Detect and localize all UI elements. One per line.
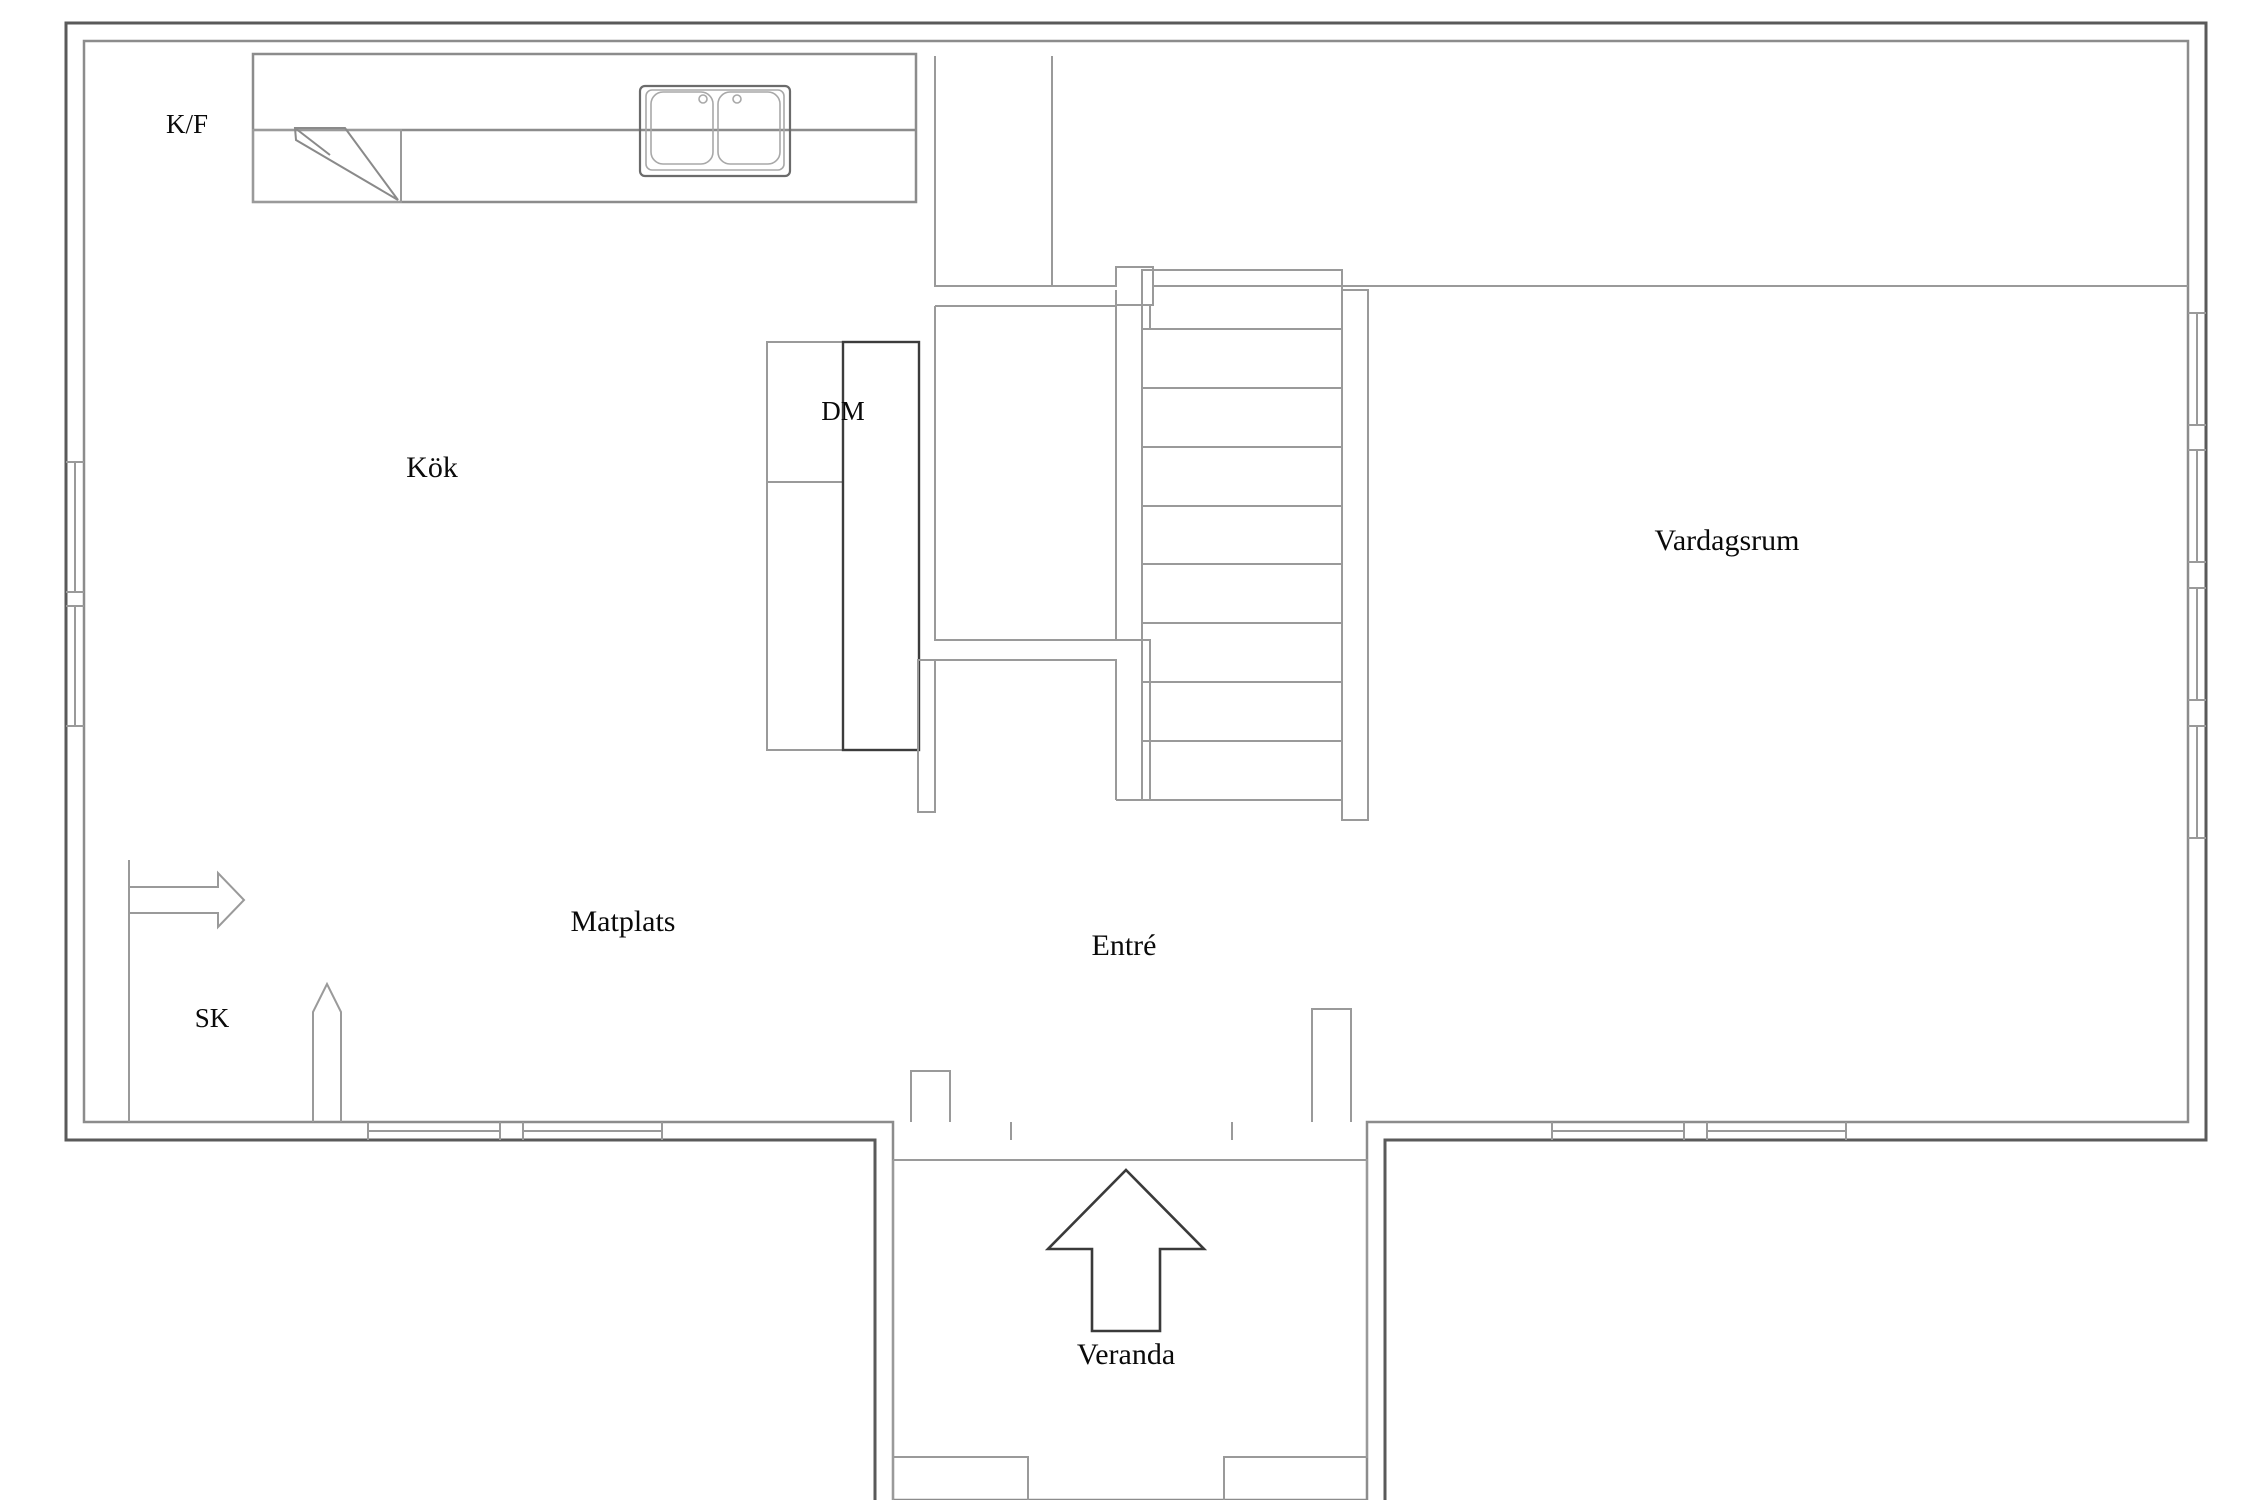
label-kyl-frys: K/F [166,109,208,139]
label-sk: SK [195,1003,230,1033]
label-matplats: Matplats [571,905,676,938]
window-bottom-1 [367,1122,501,1140]
window-right-1 [2188,312,2206,426]
window-right-2 [2188,449,2206,563]
double-bowl-sink-icon [638,84,792,178]
label-kok: Kök [406,451,458,484]
entry-direction-arrow [1044,1168,1208,1333]
upper-hall-partitions [934,56,2188,307]
kitchen-counter [251,52,918,204]
kitchen-island [766,340,921,752]
window-left-lower [66,605,84,727]
bottom-partition-stubs [910,1008,1352,1140]
outer-wall-shell [64,21,2208,1500]
label-entre: Entré [1092,929,1157,962]
label-veranda: Veranda [1077,1338,1175,1371]
window-right-4 [2188,725,2206,839]
window-bottom-3 [1551,1122,1685,1140]
window-bottom-4 [1706,1122,1847,1140]
window-left-upper [66,461,84,593]
sk-closet-walls [128,860,342,1122]
veranda-outline [892,1159,1368,1500]
window-bottom-2 [522,1122,663,1140]
stair-enclosure-walls [917,286,1154,813]
label-diskmaskin: DM [821,396,865,426]
label-vardagsrum: Vardagsrum [1655,524,1800,557]
window-right-3 [2188,587,2206,701]
staircase [1141,269,1369,821]
